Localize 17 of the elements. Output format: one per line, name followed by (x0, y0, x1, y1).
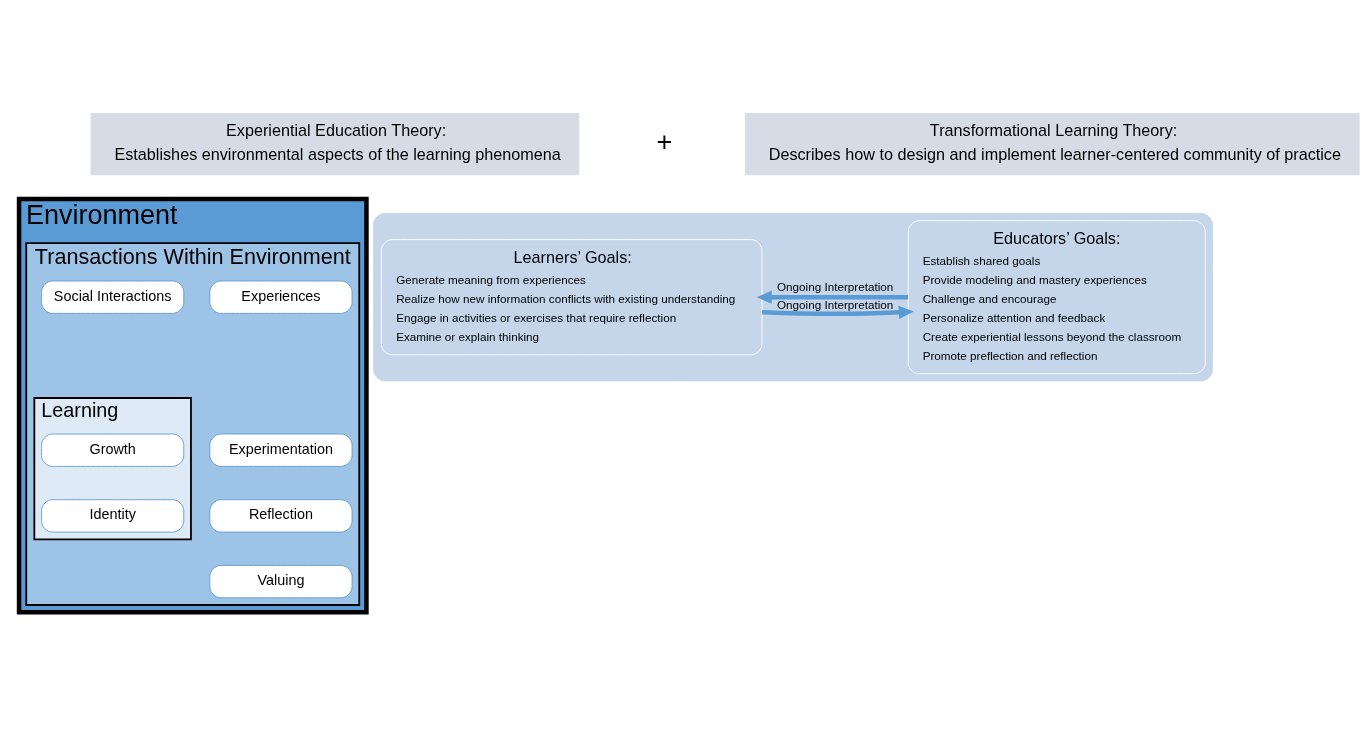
node-box: Identity (41, 499, 185, 533)
node-box: Valuing (209, 564, 353, 599)
label: + (656, 126, 673, 157)
node-box: Growth (41, 433, 185, 467)
node-box: Experiential Education Theory: Establishes environmental aspects of the learning phenomena (90, 113, 580, 176)
edge-label: Ongoing Interpretation (776, 280, 894, 294)
node-box: Learners’ Goals: Generate meaning from experiences Realize how new information conflicts with existing understanding Engage in activities or exercises that require reflection Examine or explain thinking (380, 239, 763, 356)
node-box: Experimentation (209, 433, 353, 467)
cluster (373, 213, 1213, 382)
node-box: Reflection (209, 499, 353, 533)
node-box: Social Interactions (41, 280, 185, 314)
arrow (762, 305, 914, 319)
node-box: Transformational Learning Theory: Describes how to design and implement learner-centered community of practice (744, 113, 1360, 176)
node-box: Educators’ Goals: Establish shared goals Provide modeling and mastery experiences Challenge and encourage Personalize attention and feedback Create experiential lessons beyond the classroom Promote preflection and reflection (907, 220, 1206, 375)
edge-label: Ongoing Interpretation (776, 298, 894, 312)
arrow (756, 290, 909, 304)
node-box: Experiences (209, 280, 353, 314)
